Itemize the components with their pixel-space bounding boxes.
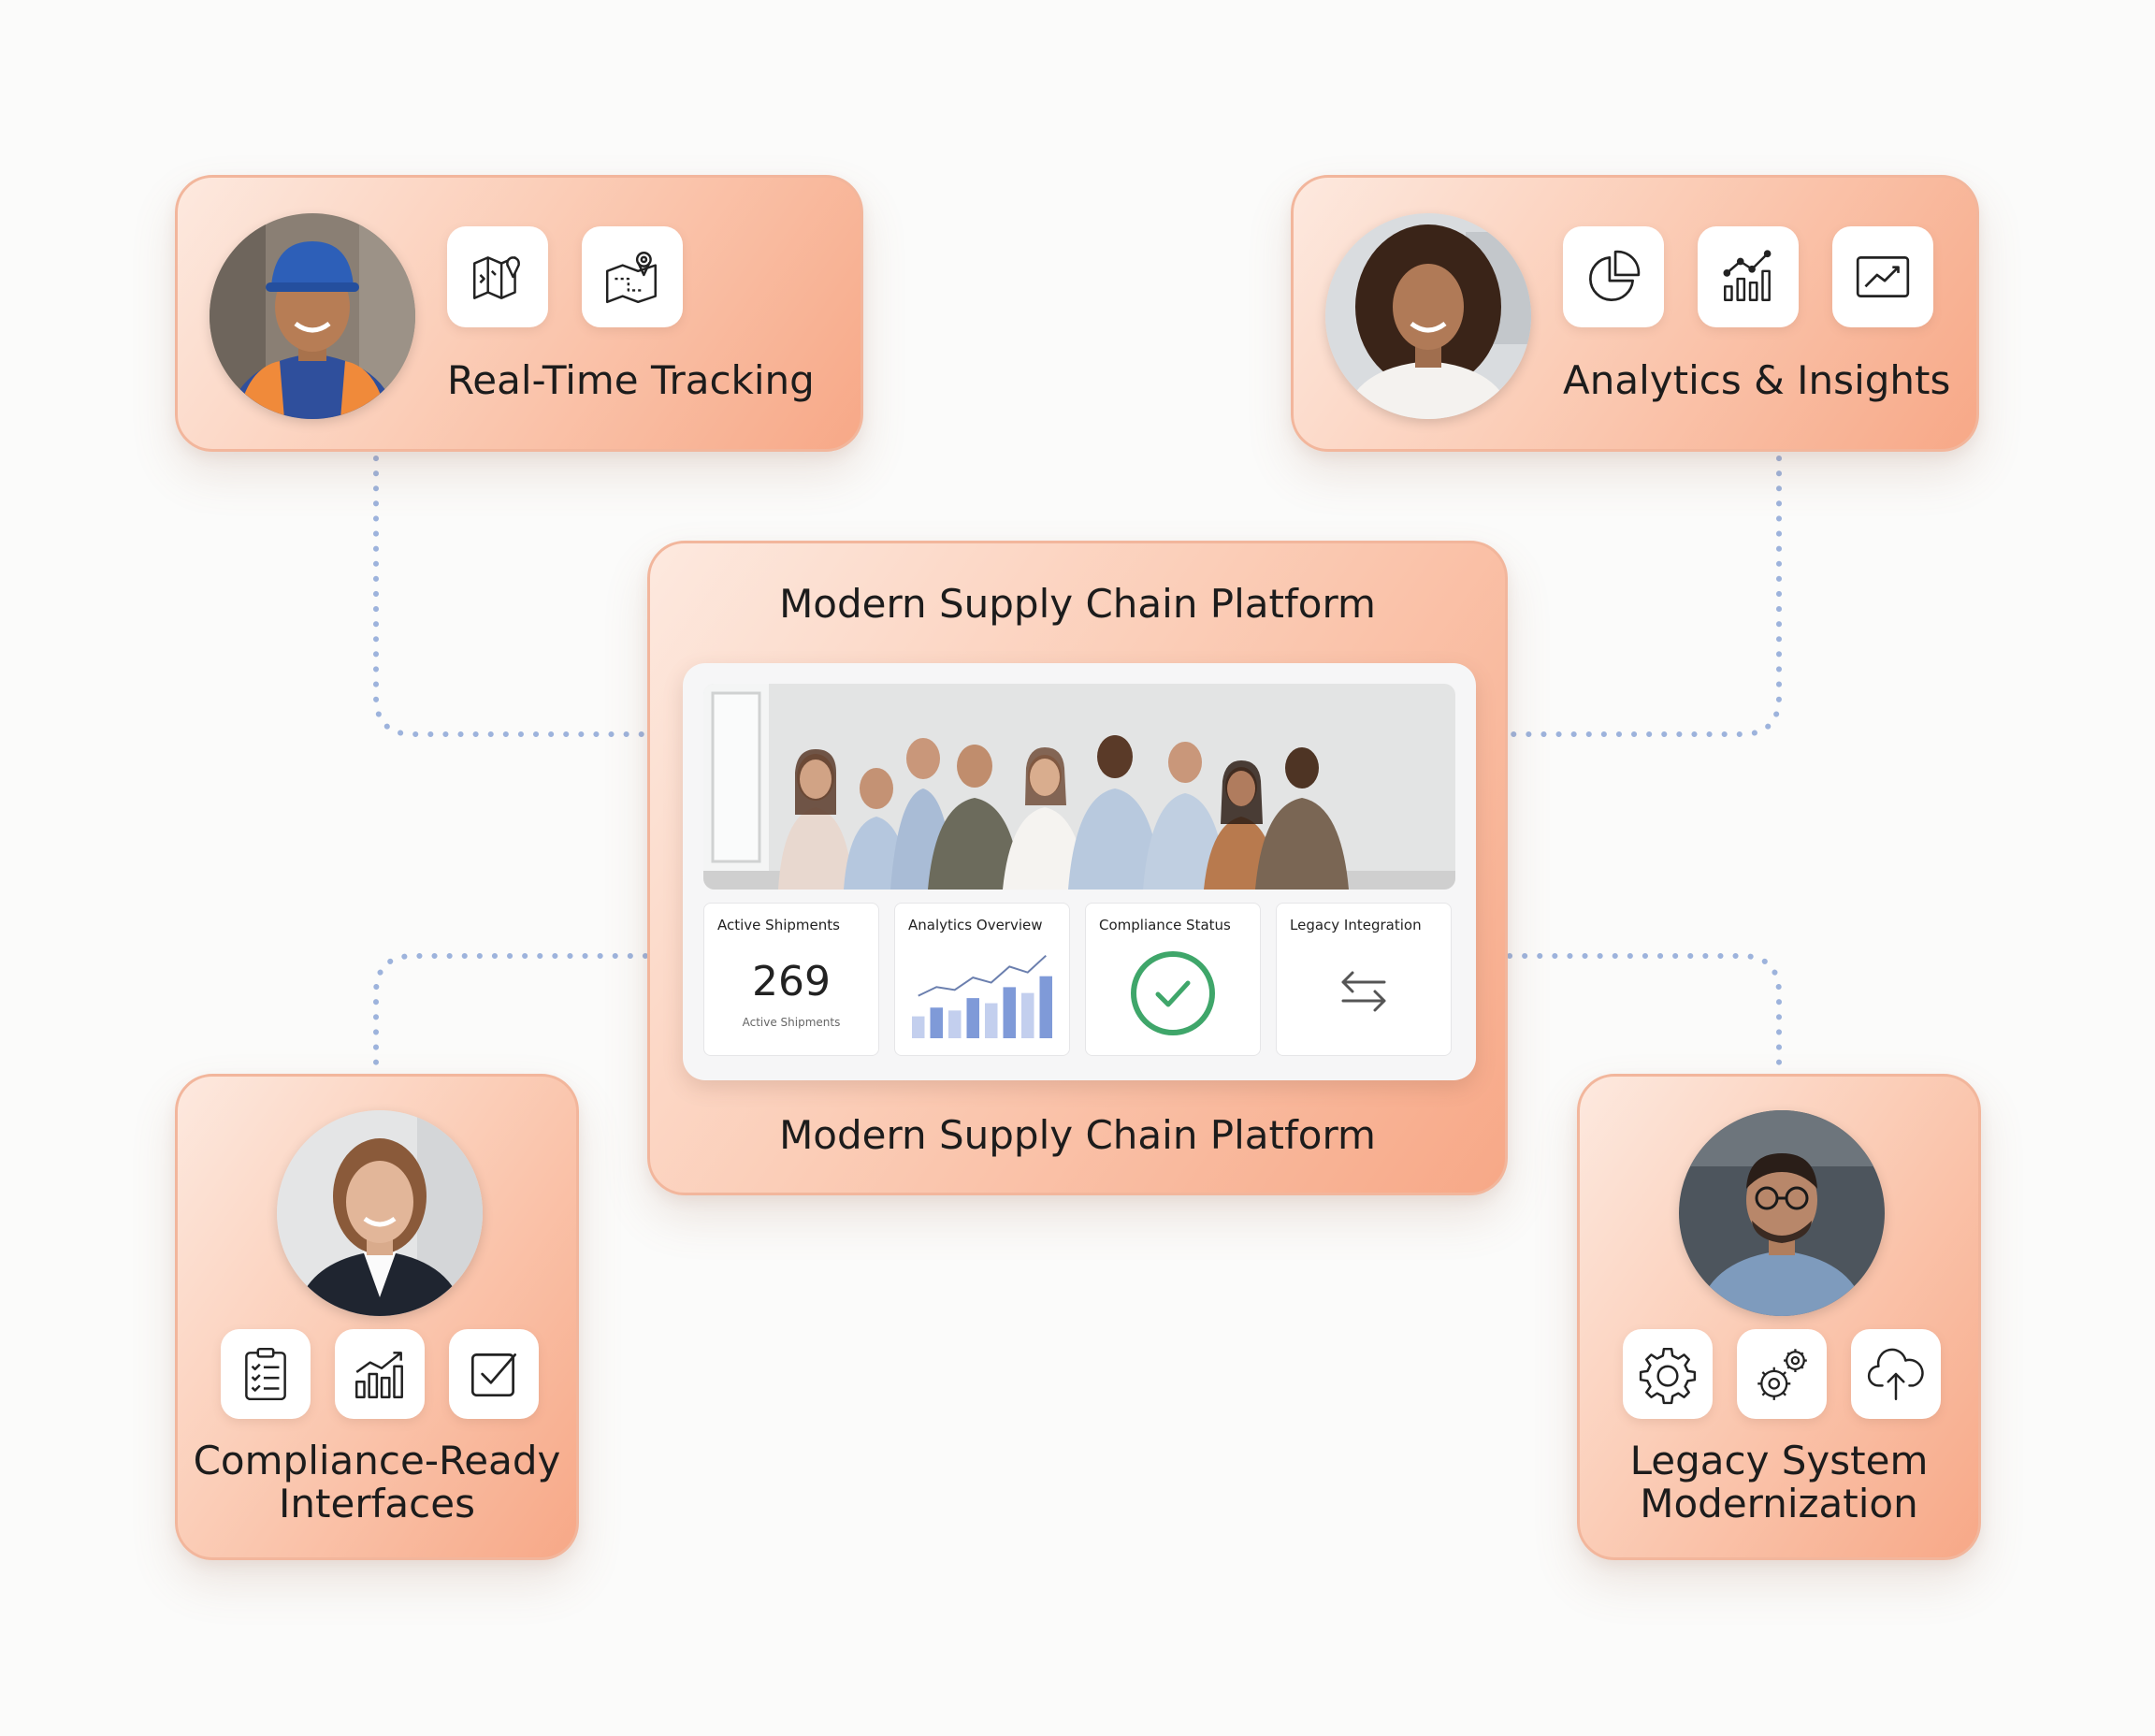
check-circle-icon xyxy=(1131,951,1215,1035)
mini-analytics-chart xyxy=(912,954,1052,1038)
mini-chart-trend-line xyxy=(918,954,1047,997)
trend-chart-icon xyxy=(1856,256,1910,297)
connector-tracking xyxy=(373,456,648,737)
card-title-line1: Legacy System xyxy=(1629,1438,1929,1483)
connector-analytics xyxy=(1507,456,1782,737)
avatar-compliance-officer xyxy=(277,1110,483,1316)
mini-chart-bar xyxy=(948,1010,962,1038)
card-title-line2: Interfaces xyxy=(279,1481,475,1526)
swap-arrows-icon xyxy=(1341,971,1386,1012)
connector-legacy xyxy=(1507,953,1782,1069)
checklist-clipboard-icon xyxy=(245,1347,286,1401)
checkbox-icon xyxy=(470,1353,517,1397)
mini-chart-bar xyxy=(912,1016,925,1038)
mini-chart-bar xyxy=(966,998,979,1038)
card-title: Real-Time Tracking xyxy=(447,357,815,403)
mini-chart-bar xyxy=(1003,987,1016,1038)
panel-title: Active Shipments xyxy=(717,917,840,933)
panel-analytics-overview: Analytics Overview xyxy=(894,903,1070,1056)
card-real-time-tracking: Real-Time Tracking xyxy=(175,175,863,452)
tile-cloud-upload xyxy=(1851,1329,1941,1419)
tile-map-pin xyxy=(447,226,548,327)
tile-pie-chart xyxy=(1563,226,1664,327)
tile-bar-growth xyxy=(335,1329,425,1419)
panel-title: Legacy Integration xyxy=(1290,917,1422,933)
cloud-upload-icon xyxy=(1867,1348,1924,1401)
card-analytics-insights: Analytics & Insights xyxy=(1291,175,1979,452)
card-title-line1: Compliance-Ready xyxy=(193,1438,561,1483)
tile-checklist xyxy=(221,1329,311,1419)
card-title: Compliance-Ready Interfaces xyxy=(178,1439,576,1526)
card-title-line2: Modernization xyxy=(1640,1481,1918,1526)
dashboard-preview: Active Shipments 269 Active Shipments An… xyxy=(683,663,1476,1080)
platform-caption: Modern Supply Chain Platform xyxy=(779,1112,1376,1158)
avatar-engineer xyxy=(1679,1110,1885,1316)
panel-title: Compliance Status xyxy=(1099,917,1231,933)
team-photo xyxy=(703,684,1455,890)
mini-chart-bar xyxy=(930,1007,943,1038)
card-title: Legacy System Modernization xyxy=(1580,1439,1978,1526)
panel-legacy-integration: Legacy Integration xyxy=(1276,903,1452,1056)
panel-compliance-status: Compliance Status xyxy=(1085,903,1261,1056)
tile-bar-line-chart xyxy=(1698,226,1799,327)
pie-chart-icon xyxy=(1589,250,1641,301)
card-title: Analytics & Insights xyxy=(1563,357,1951,403)
mini-chart-bar xyxy=(985,1003,998,1038)
connector-compliance xyxy=(373,953,648,1069)
panel-title: Analytics Overview xyxy=(908,917,1043,933)
avatar-warehouse-worker xyxy=(210,213,415,419)
tile-trend-chart xyxy=(1832,226,1933,327)
tile-gear xyxy=(1623,1329,1713,1419)
tile-route-map xyxy=(582,226,683,327)
route-map-icon xyxy=(605,251,657,304)
gear-icon xyxy=(1639,1347,1697,1405)
gears-icon xyxy=(1757,1349,1807,1400)
mini-chart-bar xyxy=(1021,992,1034,1038)
platform-title: Modern Supply Chain Platform xyxy=(779,581,1376,627)
bar-line-chart-icon xyxy=(1723,250,1772,301)
card-modern-supply-chain-platform: Modern Supply Chain Platform xyxy=(647,541,1508,1195)
panel-active-shipments: Active Shipments 269 Active Shipments xyxy=(703,903,879,1056)
map-pin-icon xyxy=(473,256,520,299)
shipments-count: 269 xyxy=(752,958,831,1005)
tile-gears xyxy=(1737,1329,1827,1419)
tile-checkbox xyxy=(449,1329,539,1419)
card-legacy-modernization: Legacy System Modernization xyxy=(1577,1074,1981,1560)
mini-chart-bar xyxy=(1039,976,1052,1038)
bar-growth-chart-icon xyxy=(355,1352,403,1398)
shipments-sub-label: Active Shipments xyxy=(742,1016,841,1029)
avatar-analyst xyxy=(1325,213,1531,419)
card-compliance-ready: Compliance-Ready Interfaces xyxy=(175,1074,579,1560)
